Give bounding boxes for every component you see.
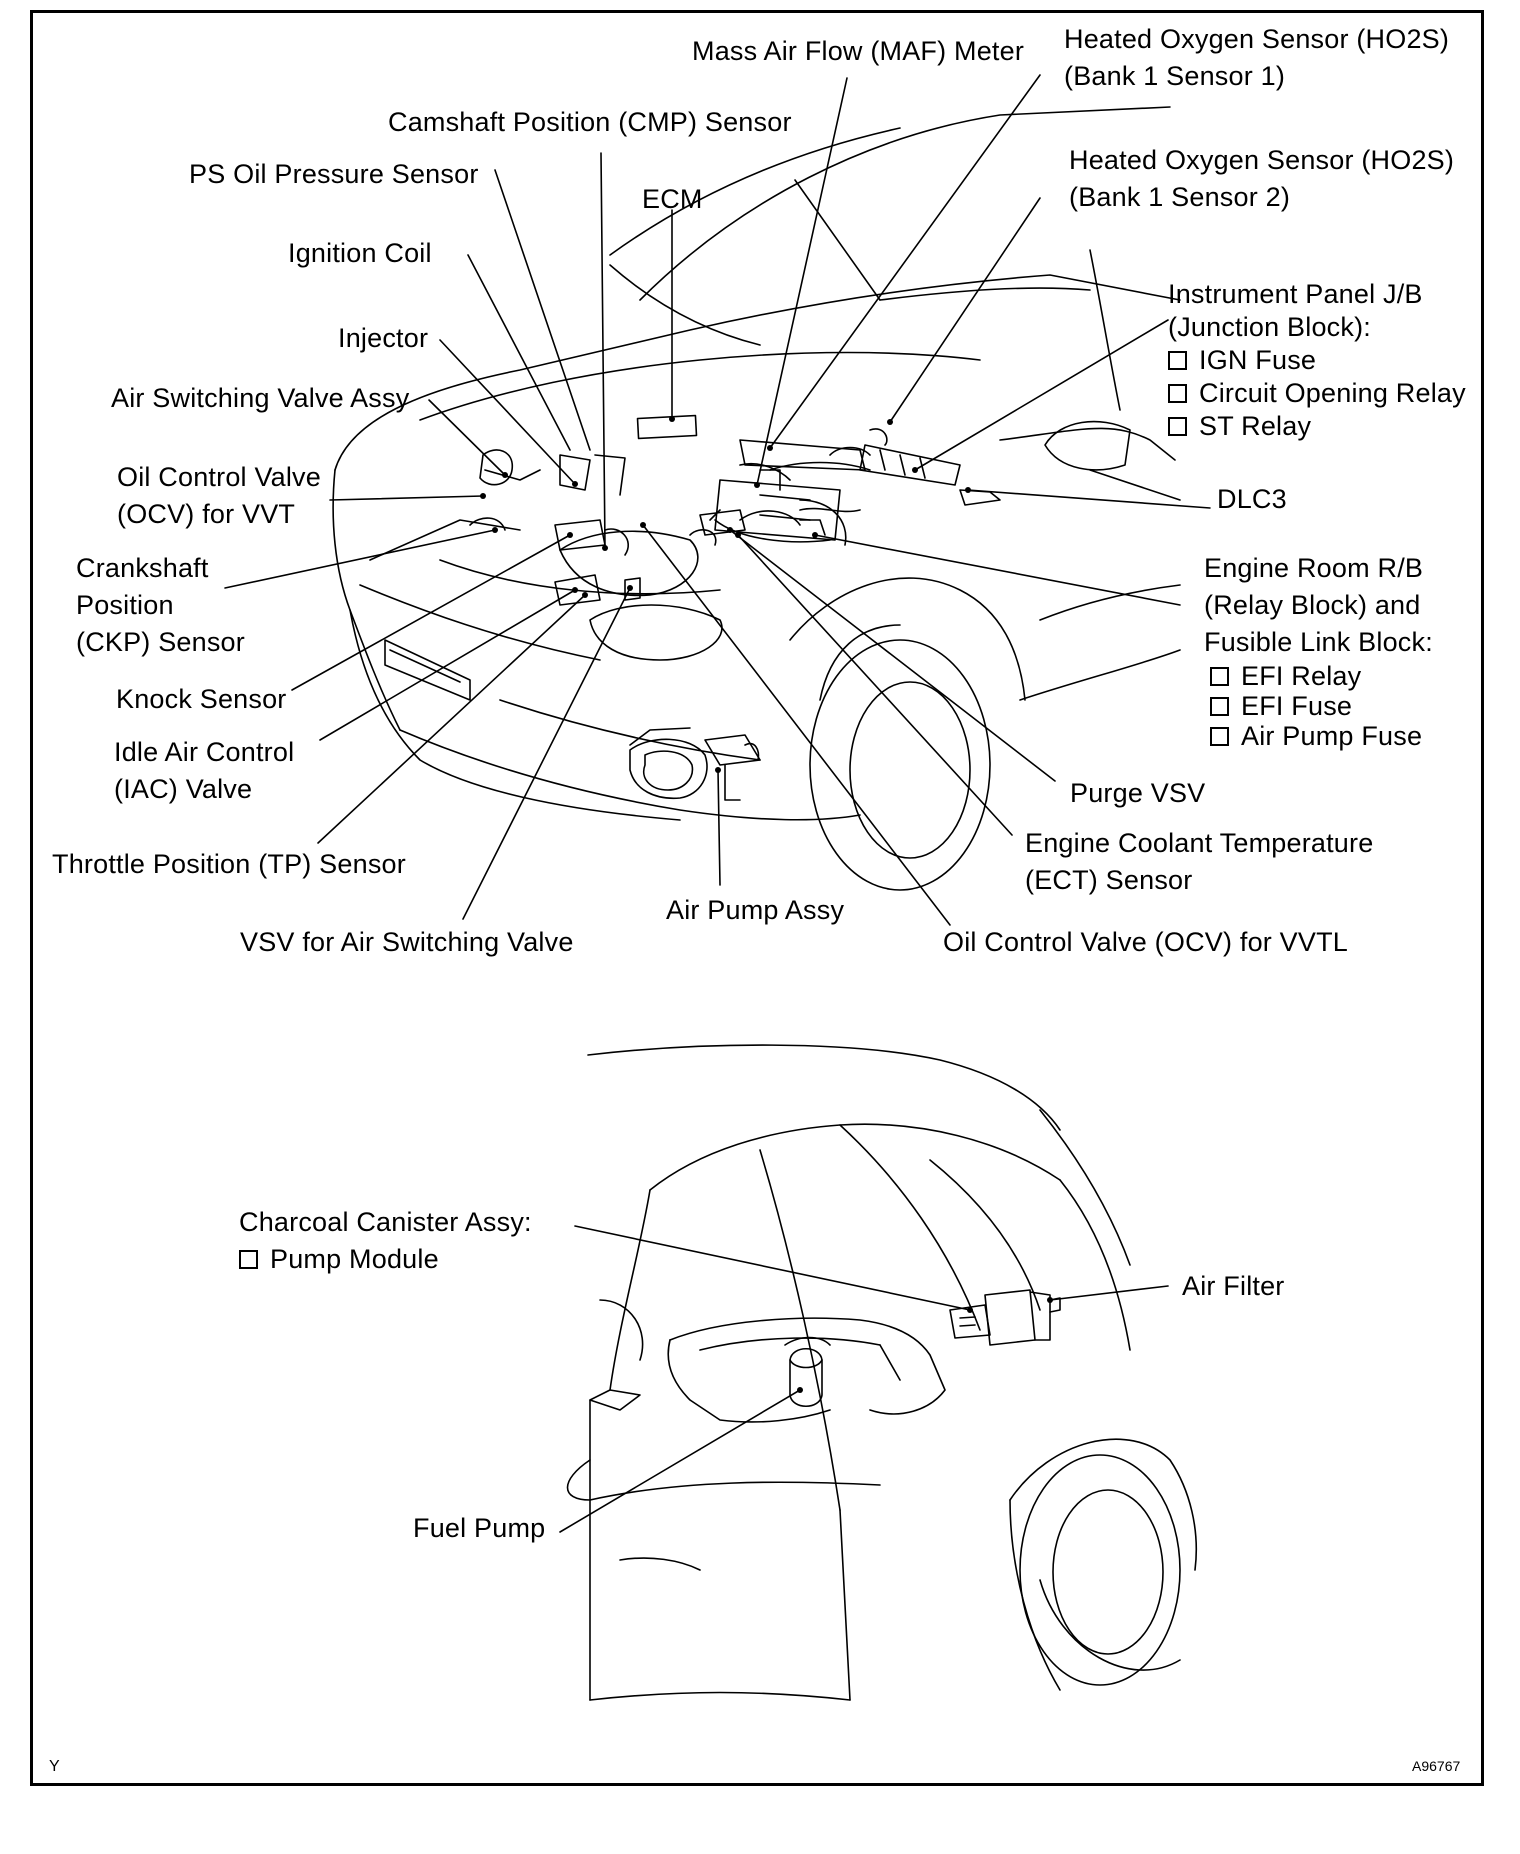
- label-ckp-sensor: Crankshaft Position (CKP) Sensor: [76, 550, 245, 661]
- label-injector: Injector: [338, 323, 429, 353]
- label-purge-vsv: Purge VSV: [1070, 778, 1206, 808]
- label-ocv-vvt-line1: Oil Control Valve: [117, 462, 321, 492]
- label-ocv-vvt-line2: (OCV) for VVT: [117, 499, 296, 529]
- diagram-frame: [30, 10, 1484, 1786]
- label-er-rb-line2: (Relay Block) and: [1204, 590, 1421, 620]
- label-ho2s-b1s1-line1: Heated Oxygen Sensor (HO2S): [1064, 24, 1450, 54]
- label-dlc3: DLC3: [1217, 484, 1287, 514]
- label-iac-line1: Idle Air Control: [114, 737, 295, 767]
- label-ip-jb-line2: (Junction Block):: [1168, 312, 1371, 342]
- label-iac-valve: Idle Air Control (IAC) Valve: [114, 734, 294, 808]
- footer-left-code: Y: [49, 1758, 60, 1775]
- label-ckp-line2: Position: [76, 590, 174, 620]
- label-iac-line2: (IAC) Valve: [114, 774, 253, 804]
- engine-components: [469, 414, 1001, 801]
- label-knock-sensor: Knock Sensor: [116, 684, 287, 714]
- label-ckp-line3: (CKP) Sensor: [76, 627, 245, 657]
- label-efi-relay: EFI Relay: [1210, 661, 1433, 691]
- label-ign-fuse: IGN Fuse: [1168, 344, 1466, 377]
- rear-car-body: [566, 1044, 1198, 1701]
- leader-lines: [224, 74, 1211, 1533]
- label-air-pump-assy: Air Pump Assy: [666, 895, 845, 925]
- label-charcoal-canister-assy: Charcoal Canister Assy: Pump Module: [239, 1204, 532, 1278]
- label-ocv-vvt: Oil Control Valve (OCV) for VVT: [117, 459, 321, 533]
- label-ocv-vvtl: Oil Control Valve (OCV) for VVTL: [943, 927, 1349, 957]
- label-ckp-line1: Crankshaft: [76, 553, 209, 583]
- label-vsv-air-switching-valve: VSV for Air Switching Valve: [240, 927, 574, 957]
- label-ho2s-b1s2-line2: (Bank 1 Sensor 2): [1069, 182, 1291, 212]
- label-tp-sensor: Throttle Position (TP) Sensor: [52, 849, 406, 879]
- label-efi-fuse: EFI Fuse: [1210, 691, 1433, 721]
- footer-figure-code: A96767: [1412, 1758, 1461, 1774]
- label-air-pump-fuse: Air Pump Fuse: [1210, 721, 1433, 751]
- label-fuel-pump: Fuel Pump: [413, 1513, 546, 1543]
- label-ho2s-b1s2-line1: Heated Oxygen Sensor (HO2S): [1069, 145, 1455, 175]
- label-er-rb-line3: Fusible Link Block:: [1204, 627, 1433, 657]
- leader-end-dots: [480, 416, 1053, 1393]
- label-ect-sensor: Engine Coolant Temperature (ECT) Sensor: [1025, 825, 1373, 899]
- label-ho2s-bank1-sensor2: Heated Oxygen Sensor (HO2S) (Bank 1 Sens…: [1069, 142, 1454, 216]
- label-er-rb-line1: Engine Room R/B: [1204, 553, 1424, 583]
- label-ect-line1: Engine Coolant Temperature: [1025, 828, 1374, 858]
- label-circuit-opening-relay: Circuit Opening Relay: [1168, 377, 1466, 410]
- label-ho2s-bank1-sensor1: Heated Oxygen Sensor (HO2S) (Bank 1 Sens…: [1064, 21, 1449, 95]
- label-instrument-panel-jb: Instrument Panel J/B (Junction Block): I…: [1168, 278, 1466, 443]
- label-ps-oil-pressure-sensor: PS Oil Pressure Sensor: [189, 159, 479, 189]
- label-charcoal-line1: Charcoal Canister Assy:: [239, 1207, 532, 1237]
- label-ignition-coil: Ignition Coil: [288, 238, 432, 268]
- label-ect-line2: (ECT) Sensor: [1025, 865, 1193, 895]
- label-st-relay: ST Relay: [1168, 410, 1466, 443]
- label-air-filter: Air Filter: [1182, 1271, 1285, 1301]
- label-ip-jb-line1: Instrument Panel J/B: [1168, 279, 1423, 309]
- label-maf-meter: Mass Air Flow (MAF) Meter: [692, 36, 1025, 66]
- label-engine-room-rb: Engine Room R/B (Relay Block) and Fusibl…: [1204, 550, 1433, 751]
- label-ho2s-b1s1-line2: (Bank 1 Sensor 1): [1064, 61, 1286, 91]
- label-ecm: ECM: [642, 184, 703, 214]
- label-air-switching-valve-assy: Air Switching Valve Assy: [111, 383, 410, 413]
- front-car-body: [332, 106, 1181, 891]
- label-pump-module: Pump Module: [239, 1241, 532, 1278]
- label-cmp-sensor: Camshaft Position (CMP) Sensor: [388, 107, 792, 137]
